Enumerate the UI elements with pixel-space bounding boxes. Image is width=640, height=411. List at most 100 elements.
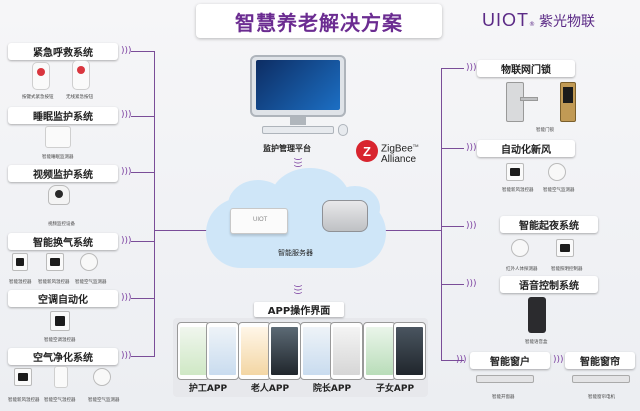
device-caption: 智能新风温控器 — [38, 280, 70, 285]
category-night-rising: 智能起夜系统 — [500, 216, 598, 233]
device-caption: 智能睡眠监测器 — [42, 155, 74, 160]
category-smart-window: 智能窗户 — [470, 352, 550, 369]
app-label-caregiver: 护工APP — [188, 383, 228, 394]
smart-server-device — [322, 200, 368, 232]
wireless-icon: ))) — [121, 110, 132, 120]
right-branch-3 — [441, 226, 464, 227]
left-branch-4 — [131, 241, 154, 242]
category-label: 紧急呼救系统 — [33, 48, 93, 59]
right-branch-1 — [441, 68, 464, 69]
category-iot-door-lock: 物联网门锁 — [477, 60, 575, 77]
monitoring-platform-monitor — [250, 55, 346, 125]
wireless-button-device — [72, 60, 90, 90]
brand-name-cn: 紫光物联 — [539, 14, 595, 30]
pir-sensor-device — [511, 239, 529, 257]
app-label-director: 院长APP — [312, 383, 352, 394]
left-hub-line — [154, 230, 211, 231]
category-label: 空气净化系统 — [33, 353, 93, 364]
device-caption: 智能温控器 — [9, 280, 32, 285]
category-label: 智能起夜系统 — [519, 221, 579, 232]
phone-elder-2 — [268, 322, 301, 380]
door-lock-gold-device — [560, 82, 576, 122]
category-label: 空调自动化 — [38, 295, 88, 306]
right-branch-4 — [441, 284, 464, 285]
brand-registered-mark: ® — [529, 21, 535, 28]
device-caption: 智能空气监测器 — [543, 188, 575, 193]
category-label: 智能换气系统 — [33, 238, 93, 249]
phone-caregiver — [177, 322, 210, 380]
device-caption: 智能语音盒 — [525, 340, 548, 345]
air-monitor-device — [80, 253, 98, 271]
left-branch-6 — [131, 356, 154, 357]
device-caption: 智能空气温控器 — [44, 398, 76, 403]
category-label: 视频监护系统 — [33, 170, 93, 181]
phone-children-2 — [393, 322, 426, 380]
left-branch-3 — [131, 172, 154, 173]
purifier-thermostat-device — [14, 368, 32, 386]
left-branch-5 — [131, 298, 154, 299]
category-air-purification: 空气净化系统 — [8, 348, 118, 365]
zigbee-logo: Z — [356, 140, 378, 162]
thermostat-device — [12, 253, 28, 271]
wireless-icon: ))) — [291, 157, 302, 168]
wireless-icon: ))) — [456, 355, 467, 365]
phone-elder — [238, 322, 271, 380]
door-lock-silver-device — [506, 82, 524, 122]
device-caption: 智能新风温控器 — [502, 188, 534, 193]
device-caption: 智能照明控制器 — [551, 267, 583, 272]
zigbee-line2: Alliance — [381, 154, 417, 166]
ac-thermostat-device — [50, 311, 70, 331]
wireless-icon: ))) — [466, 279, 477, 289]
brand-logo: UIOT ® 紫光物联 — [482, 10, 595, 31]
app-label-elder: 老人APP — [250, 383, 290, 394]
page-title: 智慧养老解决方案 — [235, 10, 403, 35]
purifier-air-monitor-device — [93, 368, 111, 386]
category-smart-ventilation: 智能换气系统 — [8, 233, 118, 250]
fresh-air-monitor-device — [548, 163, 566, 181]
device-caption: 智能开窗器 — [492, 395, 515, 400]
gateway-brand: UIOT — [253, 217, 268, 223]
video-camera-device — [48, 185, 70, 215]
zigbee-tm: TM — [412, 143, 419, 148]
category-label: 智能窗户 — [490, 357, 530, 368]
category-auto-fresh-air: 自动化新风 — [477, 140, 575, 157]
category-sleep-monitor: 睡眠监护系统 — [8, 107, 118, 124]
app-section-label: APP操作界面 — [267, 306, 331, 317]
wireless-icon: ))) — [466, 143, 477, 153]
sleep-monitor-device — [45, 126, 71, 148]
category-label: 智能窗帘 — [580, 357, 620, 368]
mouse — [338, 124, 348, 136]
app-label-children: 子女APP — [375, 383, 415, 394]
device-caption: 智能空气监测器 — [88, 398, 120, 403]
voice-box-device — [528, 297, 546, 333]
right-branch-2 — [441, 148, 464, 149]
wireless-icon: ))) — [121, 293, 132, 303]
wireless-icon: ))) — [121, 236, 132, 246]
device-caption: 红外人体探测器 — [506, 267, 538, 272]
device-caption: 智能空气监测器 — [75, 280, 107, 285]
device-caption: 智能空调温控器 — [44, 338, 76, 343]
zigbee-line1: ZigBee — [381, 143, 413, 155]
left-bus-line — [154, 51, 155, 357]
device-caption: 无线紧急按钮 — [66, 95, 93, 100]
fresh-air-controller-device — [506, 163, 524, 181]
fresh-air-thermostat-device — [46, 253, 64, 271]
lighting-controller-device — [556, 239, 574, 257]
wireless-icon: ))) — [553, 355, 564, 365]
category-emergency-call: 紧急呼救系统 — [8, 43, 118, 60]
wireless-icon: ))) — [121, 351, 132, 361]
curtain-motor-device — [572, 375, 630, 383]
device-caption: 按键式紧急按钮 — [22, 95, 54, 100]
left-branch-1 — [131, 51, 154, 52]
wireless-icon: ))) — [121, 46, 132, 56]
wireless-icon: ))) — [466, 63, 477, 73]
phone-caregiver-2 — [206, 322, 239, 380]
category-label: 睡眠监护系统 — [33, 112, 93, 123]
wireless-icon: ))) — [121, 167, 132, 177]
platform-label: 监护管理平台 — [263, 144, 311, 153]
title-banner: 智慧养老解决方案 — [196, 4, 442, 38]
gateway-device: UIOT — [230, 208, 288, 234]
zigbee-wordmark: ZigBeeTM Alliance — [381, 140, 418, 165]
device-caption: 视频监控设备 — [48, 222, 75, 227]
